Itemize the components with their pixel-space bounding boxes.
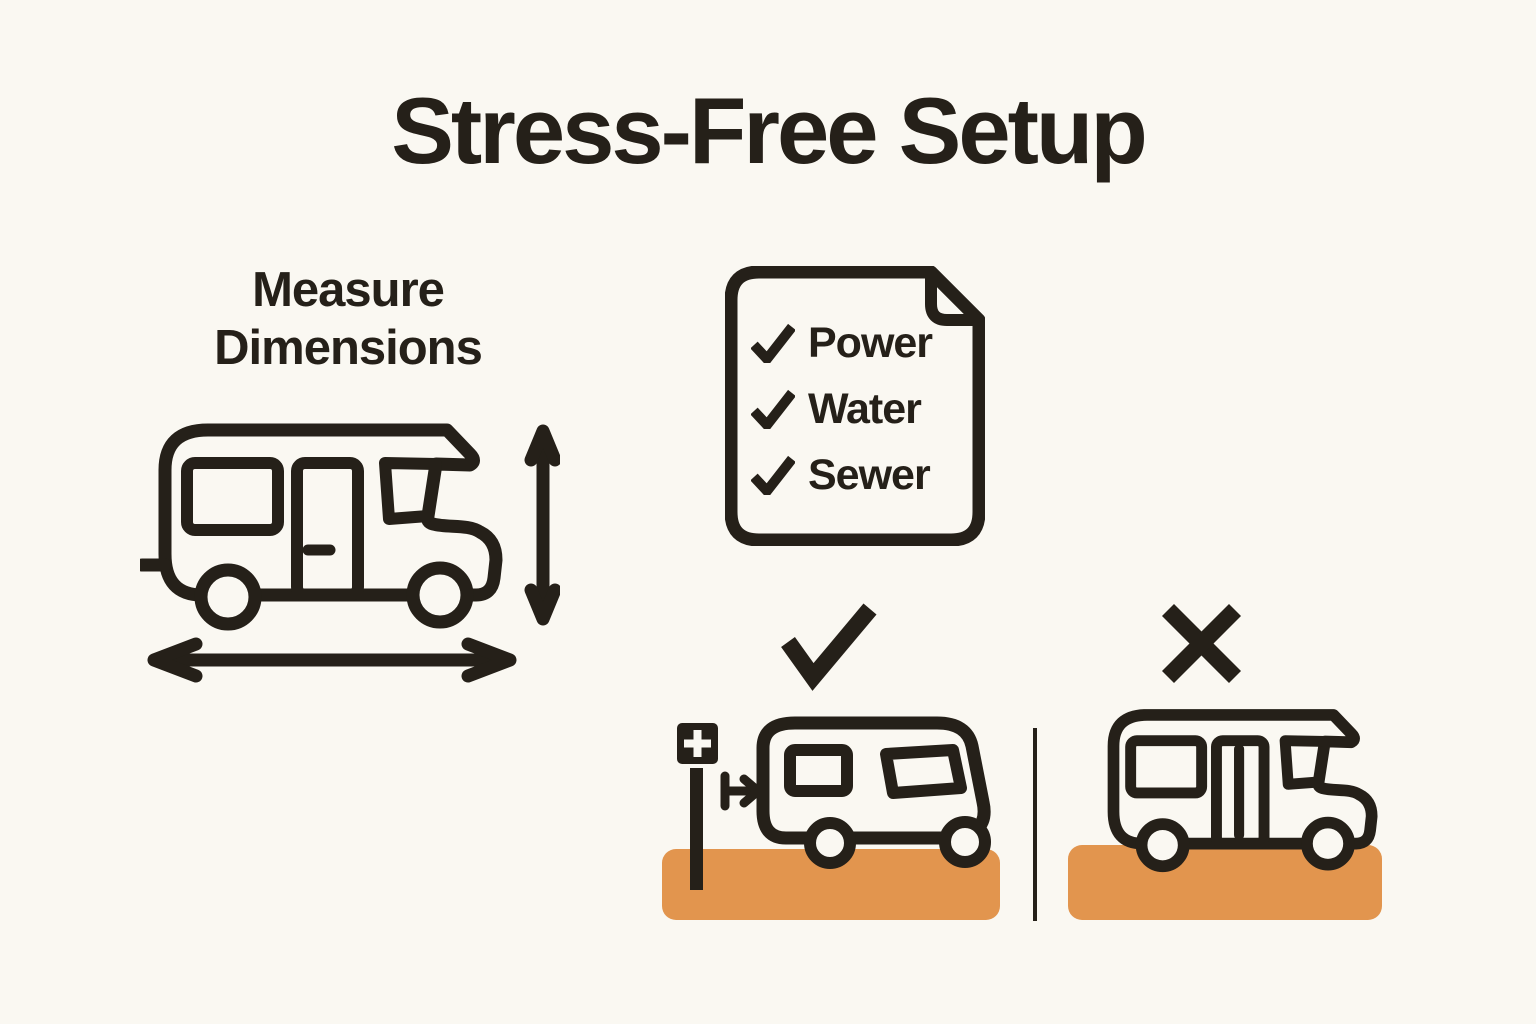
campsite-ground xyxy=(662,849,1000,920)
measure-label-line2: Dimensions xyxy=(214,320,483,375)
arrow-right-icon xyxy=(720,771,763,811)
checklist-item-label: Sewer xyxy=(808,450,931,499)
checklist-item-sewer: Sewer xyxy=(751,450,932,499)
rv-windshield xyxy=(1279,735,1331,790)
rv-front-wheel xyxy=(406,561,474,629)
rv-front-wheel xyxy=(1301,816,1355,871)
document-folded-corner xyxy=(925,268,983,326)
document-outline xyxy=(725,266,985,546)
rv-windshield xyxy=(880,744,967,799)
rv-measure-illustration xyxy=(140,423,560,683)
rv-window xyxy=(1125,735,1208,799)
rv-motorhome xyxy=(1107,709,1378,873)
rv-camper xyxy=(756,716,991,869)
cross-mark-icon xyxy=(1161,603,1242,684)
check-icon xyxy=(751,323,795,363)
checklist-item-power: Power xyxy=(751,318,933,367)
hookup-post xyxy=(690,768,703,890)
scene-correct-setup xyxy=(662,603,1000,920)
document-checklist-icon xyxy=(725,266,985,546)
rv-rear-wheel xyxy=(804,817,856,869)
rv-rear-wheel xyxy=(194,563,262,631)
scene-wrong-setup xyxy=(1068,603,1382,920)
measure-label-line1: Measure xyxy=(252,263,445,317)
checklist-item-water: Water xyxy=(751,384,932,433)
rv-window xyxy=(784,744,853,797)
rv-front-wheel xyxy=(939,816,991,868)
checklist: Power Water Sewer xyxy=(751,318,933,499)
check-icon xyxy=(751,455,795,495)
checklist-item-label: Power xyxy=(808,318,933,367)
rv-window xyxy=(181,457,284,536)
page-title: Stress-Free Setup xyxy=(391,78,1148,183)
vertical-double-arrow-icon xyxy=(524,424,560,626)
rv-door xyxy=(291,457,364,601)
measure-dimensions-label: Measure Dimensions xyxy=(148,262,548,378)
rv-door xyxy=(1210,735,1270,850)
rv-windshield xyxy=(379,457,442,525)
checklist-item-label: Water xyxy=(808,384,922,433)
plus-icon xyxy=(684,730,711,757)
horizontal-double-arrow-icon xyxy=(147,637,517,683)
scene-divider xyxy=(1033,728,1037,921)
check-mark-icon xyxy=(781,603,877,691)
check-icon xyxy=(751,389,795,429)
rv-rear-wheel xyxy=(1135,818,1190,873)
